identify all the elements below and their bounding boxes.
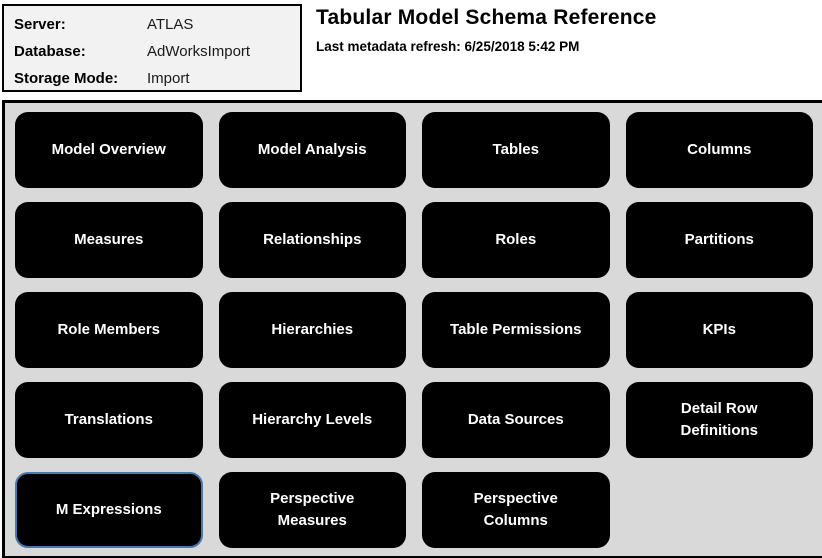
nav-button-tables[interactable]: Tables [422, 112, 610, 188]
nav-button-model-analysis[interactable]: Model Analysis [218, 112, 406, 188]
nav-button-table-permissions[interactable]: Table Permissions [422, 292, 610, 368]
connection-info-panel: Server: ATLAS Database: AdWorksImport St… [2, 4, 302, 92]
server-row: Server: ATLAS [14, 11, 300, 38]
nav-button-data-sources[interactable]: Data Sources [422, 382, 610, 458]
nav-button-roles[interactable]: Roles [422, 202, 610, 278]
storage-mode-row: Storage Mode: Import [14, 65, 300, 92]
nav-button-role-members[interactable]: Role Members [15, 292, 203, 368]
server-label: Server: [14, 16, 66, 33]
database-row: Database: AdWorksImport [14, 38, 300, 65]
page-title: Tabular Model Schema Reference [316, 6, 657, 29]
refresh-timestamp: Last metadata refresh: 6/25/2018 5:42 PM [316, 39, 580, 54]
nav-button-partitions[interactable]: Partitions [625, 202, 813, 278]
nav-button-measures[interactable]: Measures [15, 202, 203, 278]
server-value: ATLAS [147, 16, 194, 33]
nav-button-model-overview[interactable]: Model Overview [15, 112, 203, 188]
storage-mode-value: Import [147, 70, 190, 87]
nav-button-perspective-columns[interactable]: Perspective Columns [422, 472, 610, 548]
nav-button-m-expressions[interactable]: M Expressions [15, 472, 203, 548]
header: Tabular Model Schema Reference Last meta… [316, 6, 657, 54]
nav-button-columns[interactable]: Columns [625, 112, 813, 188]
nav-button-translations[interactable]: Translations [15, 382, 203, 458]
nav-button-relationships[interactable]: Relationships [218, 202, 406, 278]
nav-button-hierarchy-levels[interactable]: Hierarchy Levels [218, 382, 406, 458]
nav-button-hierarchies[interactable]: Hierarchies [218, 292, 406, 368]
nav-button-perspective-measures[interactable]: Perspective Measures [218, 472, 406, 548]
nav-button-kpis[interactable]: KPIs [625, 292, 813, 368]
nav-button-detail-row-definitions[interactable]: Detail Row Definitions [625, 382, 813, 458]
nav-tile-grid: Model Overview Model Analysis Tables Col… [2, 100, 822, 558]
storage-mode-label: Storage Mode: [14, 70, 119, 87]
database-value: AdWorksImport [147, 43, 251, 60]
database-label: Database: [14, 43, 86, 60]
